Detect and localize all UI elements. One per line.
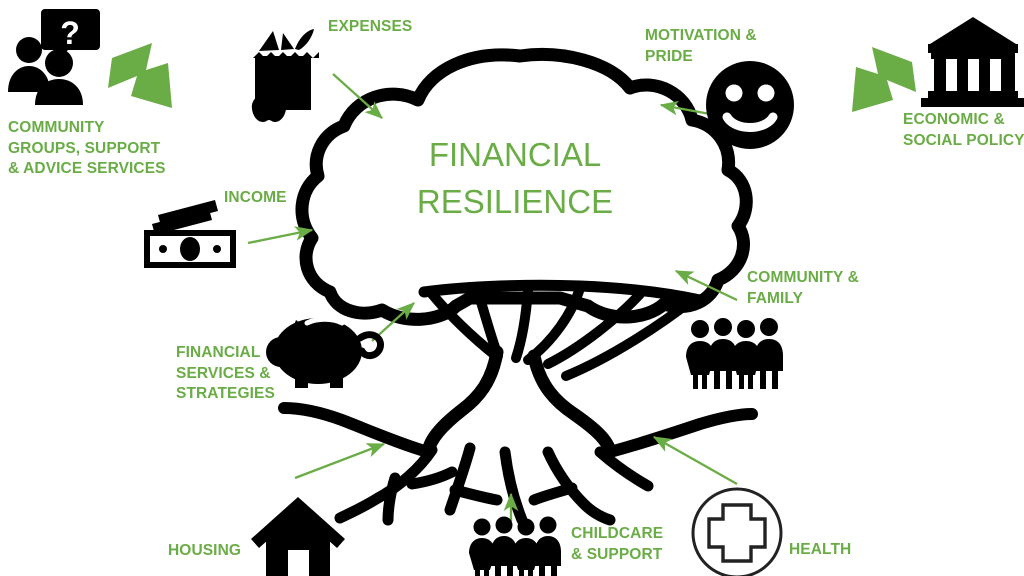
house-icon xyxy=(251,497,345,576)
grocery-bag-icon xyxy=(251,29,319,122)
tree-branches xyxy=(418,279,706,381)
label-income: INCOME xyxy=(224,189,287,206)
tree-trunk xyxy=(421,345,617,459)
bank-building-icon xyxy=(921,17,1024,107)
four-people-group-icon-right xyxy=(686,318,783,389)
medical-cross-circle-icon xyxy=(691,487,783,576)
label-community-groups: COMMUNITY GROUPS, SUPPORT & ADVICE SERVI… xyxy=(8,119,166,178)
arrow-expenses xyxy=(332,73,384,119)
label-housing: HOUSING xyxy=(168,542,242,559)
arrow-health xyxy=(652,435,738,486)
thick-arrow-economic-policy-icon xyxy=(852,47,916,112)
svg-text:?: ? xyxy=(60,15,80,51)
arrow-income xyxy=(247,226,314,245)
label-motivation-pride: MOTIVATION & PRIDE xyxy=(645,27,757,65)
label-economic-social-policy: ECONOMIC & SOCIAL POLICY xyxy=(903,111,1024,149)
tree-canopy-icon xyxy=(295,47,753,326)
page-title: FINANCIAL RESILIENCE xyxy=(416,136,614,220)
label-childcare-support: CHILDCARE & SUPPORT xyxy=(571,525,664,563)
label-expenses: EXPENSES xyxy=(328,18,413,35)
smiley-face-icon xyxy=(706,61,794,149)
thick-arrow-community-groups-icon xyxy=(108,43,172,108)
two-people-question-bubble-icon: ? xyxy=(8,9,100,105)
tree-roots xyxy=(278,402,758,526)
label-financial-services: FINANCIAL SERVICES & STRATEGIES xyxy=(176,344,275,403)
piggy-bank-icon xyxy=(266,316,384,388)
four-people-group-icon-bottom xyxy=(469,516,561,576)
label-community-family: COMMUNITY & FAMILY xyxy=(747,269,859,307)
label-health: HEALTH xyxy=(789,541,852,558)
arrow-community-family xyxy=(674,269,738,302)
arrow-housing xyxy=(294,442,386,480)
arrow-motivation-pride xyxy=(659,100,711,116)
banknotes-icon xyxy=(144,200,236,268)
